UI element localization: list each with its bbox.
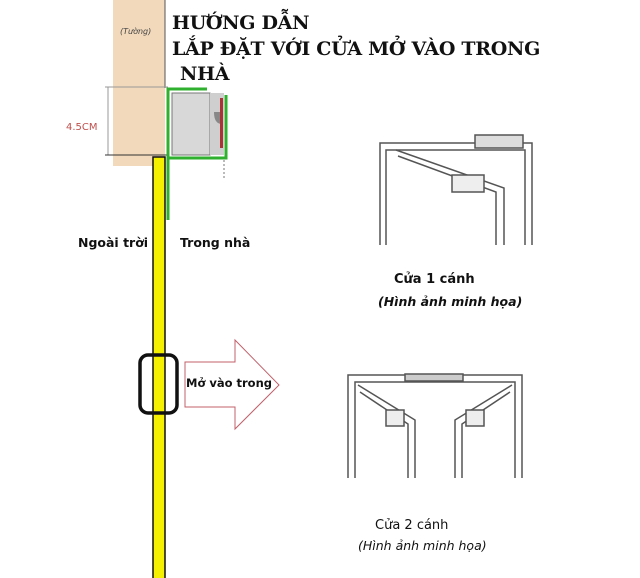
title-line-3: NHÀ — [180, 63, 230, 85]
arrow-label: Mở vào trong — [186, 376, 272, 390]
double-door-illustration — [347, 373, 523, 478]
inside-label: Trong nhà — [180, 235, 251, 250]
door2-note: (Hình ảnh minh họa) — [358, 538, 487, 553]
door-leaf — [152, 156, 166, 578]
outside-label: Ngoài trời — [78, 235, 149, 250]
door1-caption: Cửa 1 cánh — [394, 272, 475, 287]
wall — [113, 0, 165, 166]
dimension-marker — [105, 86, 168, 156]
door2-caption: Cửa 2 cánh — [375, 518, 449, 533]
title-line-1: HƯỚNG DẪN — [172, 12, 310, 34]
wall-label: (Tường) — [120, 27, 152, 36]
door1-note: (Hình ảnh minh họa) — [378, 294, 523, 309]
title-line-2: LẮP ĐẶT VỚI CỬA MỞ VÀO TRONG — [172, 38, 540, 60]
magnet-lock-body — [171, 92, 211, 156]
dimension-label: 4.5CM — [66, 122, 98, 133]
door-handle — [138, 353, 179, 415]
single-door-illustration — [379, 134, 533, 245]
direction-arrow — [184, 338, 280, 431]
